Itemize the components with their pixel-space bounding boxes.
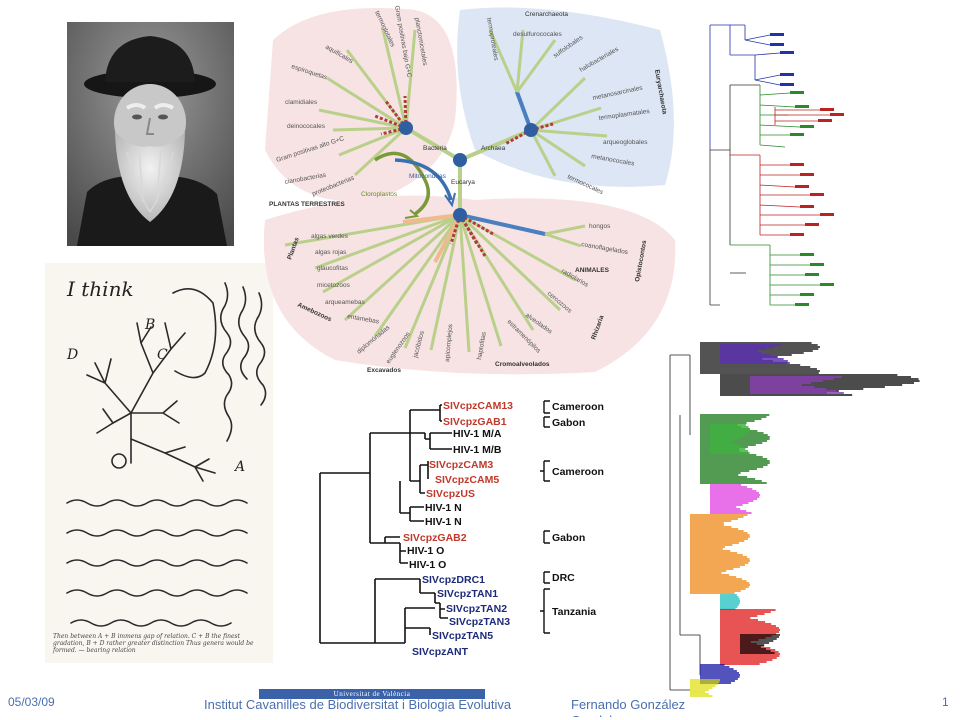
notebook-letter-d: D [67,347,79,363]
bacteria-node [399,121,413,135]
tree-of-life-svg: termoglotales aquificales espiroquetas c… [263,5,676,375]
siv-leaf-gab1: SIVcpzGAB1 [443,416,507,428]
label-excavados: Excavados [367,367,401,374]
chloroplast-arrow [374,151,431,216]
siv-leaf-tan2: SIVcpzTAN2 [446,603,507,615]
label-desulfurococales: desulfurococales [513,31,563,38]
small-tree-svg [709,24,844,306]
region-tanzania: Tanzania [552,606,596,618]
siv-leaf-hiv1-o-1: HIV-1 O [407,545,444,557]
siv-leaf-cam3: SIVcpzCAM3 [429,459,493,471]
siv-leaf-tan5: SIVcpzTAN5 [432,630,493,642]
footer-author: Fernando González Candelas [571,697,686,717]
siv-leaf-hiv1-n-2: HIV-1 N [425,516,462,528]
small-phylogenetic-tree [700,15,852,315]
darwin-portrait-photo [67,22,234,246]
siv-leaf-tan3: SIVcpzTAN3 [449,616,510,628]
large-colored-phylogeny [660,335,950,700]
siv-leaf-gab2: SIVcpzGAB2 [403,532,467,544]
eukarya-region [263,195,676,375]
university-name: Universitat de València [333,690,411,698]
siv-leaf-cam5: SIVcpzCAM5 [435,474,499,486]
label-cloroplastos: Cloroplastos [361,191,398,198]
label-mitocondrias: Mitocondrias [409,173,447,180]
notebook-letter-c: C [157,347,168,363]
label-micetozoos: micetozoos [317,282,351,289]
footer-date: 05/03/09 [8,695,55,709]
siv-leaf-hiv1-n-1: HIV-1 N [425,502,462,514]
sivcpz-hiv-phylogeny: SIVcpzCAM13 SIVcpzGAB1 HIV-1 M/A HIV-1 M… [300,393,650,668]
footer-page-number: 1 [942,695,949,709]
siv-tree-svg: SIVcpzCAM13 SIVcpzGAB1 HIV-1 M/A HIV-1 M… [319,400,604,658]
label-bacteria: Bacteria [423,145,447,152]
siv-leaf-ant: SIVcpzANT [412,646,469,658]
siv-leaf-drc1: SIVcpzDRC1 [422,574,485,586]
notebook-caption: Then between A + B immens gap of relatio… [53,633,254,654]
footer-institute: Institut Cavanilles de Biodiversitat i B… [204,697,512,712]
label-algas-rojas: algas rojas [315,249,347,256]
region-gabon-1: Gabon [552,417,585,429]
portrait-image [67,22,234,246]
label-crenarchaeota: Crenarchaeota [525,11,568,18]
siv-leaf-tan1: SIVcpzTAN1 [437,588,498,600]
label-cromoalveolados: Cromoalveolados [495,361,550,368]
label-clamidiales: clamidiales [285,99,318,106]
label-eucarya: Eucarya [451,179,475,186]
region-cameroon-2: Cameroon [552,466,604,478]
label-algas-verdes: algas verdes [311,233,349,240]
archaea-node [524,123,538,137]
label-hongos: hongos [589,223,611,230]
bacteria-region [265,8,457,202]
label-plantas-terrestres: PLANTAS TERRESTRES [269,201,345,208]
region-drc: DRC [552,572,575,584]
region-cameroon-1: Cameroon [552,401,604,413]
notebook-letter-a: A [235,459,246,475]
label-animales: ANIMALES [575,267,610,274]
university-banner: Universitat de València [259,689,485,699]
siv-leaf-hiv1-mb: HIV-1 M/B [453,444,502,456]
label-glaucofitas: glaucofitas [317,265,349,272]
darwin-notebook-sketch: I think A B C D Then between A + B immen… [45,263,273,663]
notebook-sketch-drawing [66,282,267,627]
siv-leaf-us: SIVcpzUS [426,488,475,500]
mitochondria-arrow [394,158,453,201]
siv-leaf-hiv1-o-2: HIV-1 O [409,559,446,571]
label-haptofitas: haptofitas [476,331,488,361]
label-apicomplejos: apicomplejos [444,323,454,362]
large-phylogeny-svg [669,342,920,697]
siv-leaf-hiv1-ma: HIV-1 M/A [453,428,502,440]
tree-of-life-diagram: termoglotales aquificales espiroquetas c… [255,0,685,375]
notebook-heading: I think [67,277,134,301]
siv-leaf-cam13: SIVcpzCAM13 [443,400,513,412]
label-arqueoglobales: arqueoglobales [603,139,648,146]
root-node [453,153,467,167]
eukarya-node [453,208,467,222]
label-archaea: Archaea [481,145,506,152]
region-gabon-2: Gabon [552,532,585,544]
label-deinococales: deinococales [287,123,326,130]
notebook-letter-b: B [145,317,156,333]
label-arqueamebas: arqueamebas [325,299,365,306]
